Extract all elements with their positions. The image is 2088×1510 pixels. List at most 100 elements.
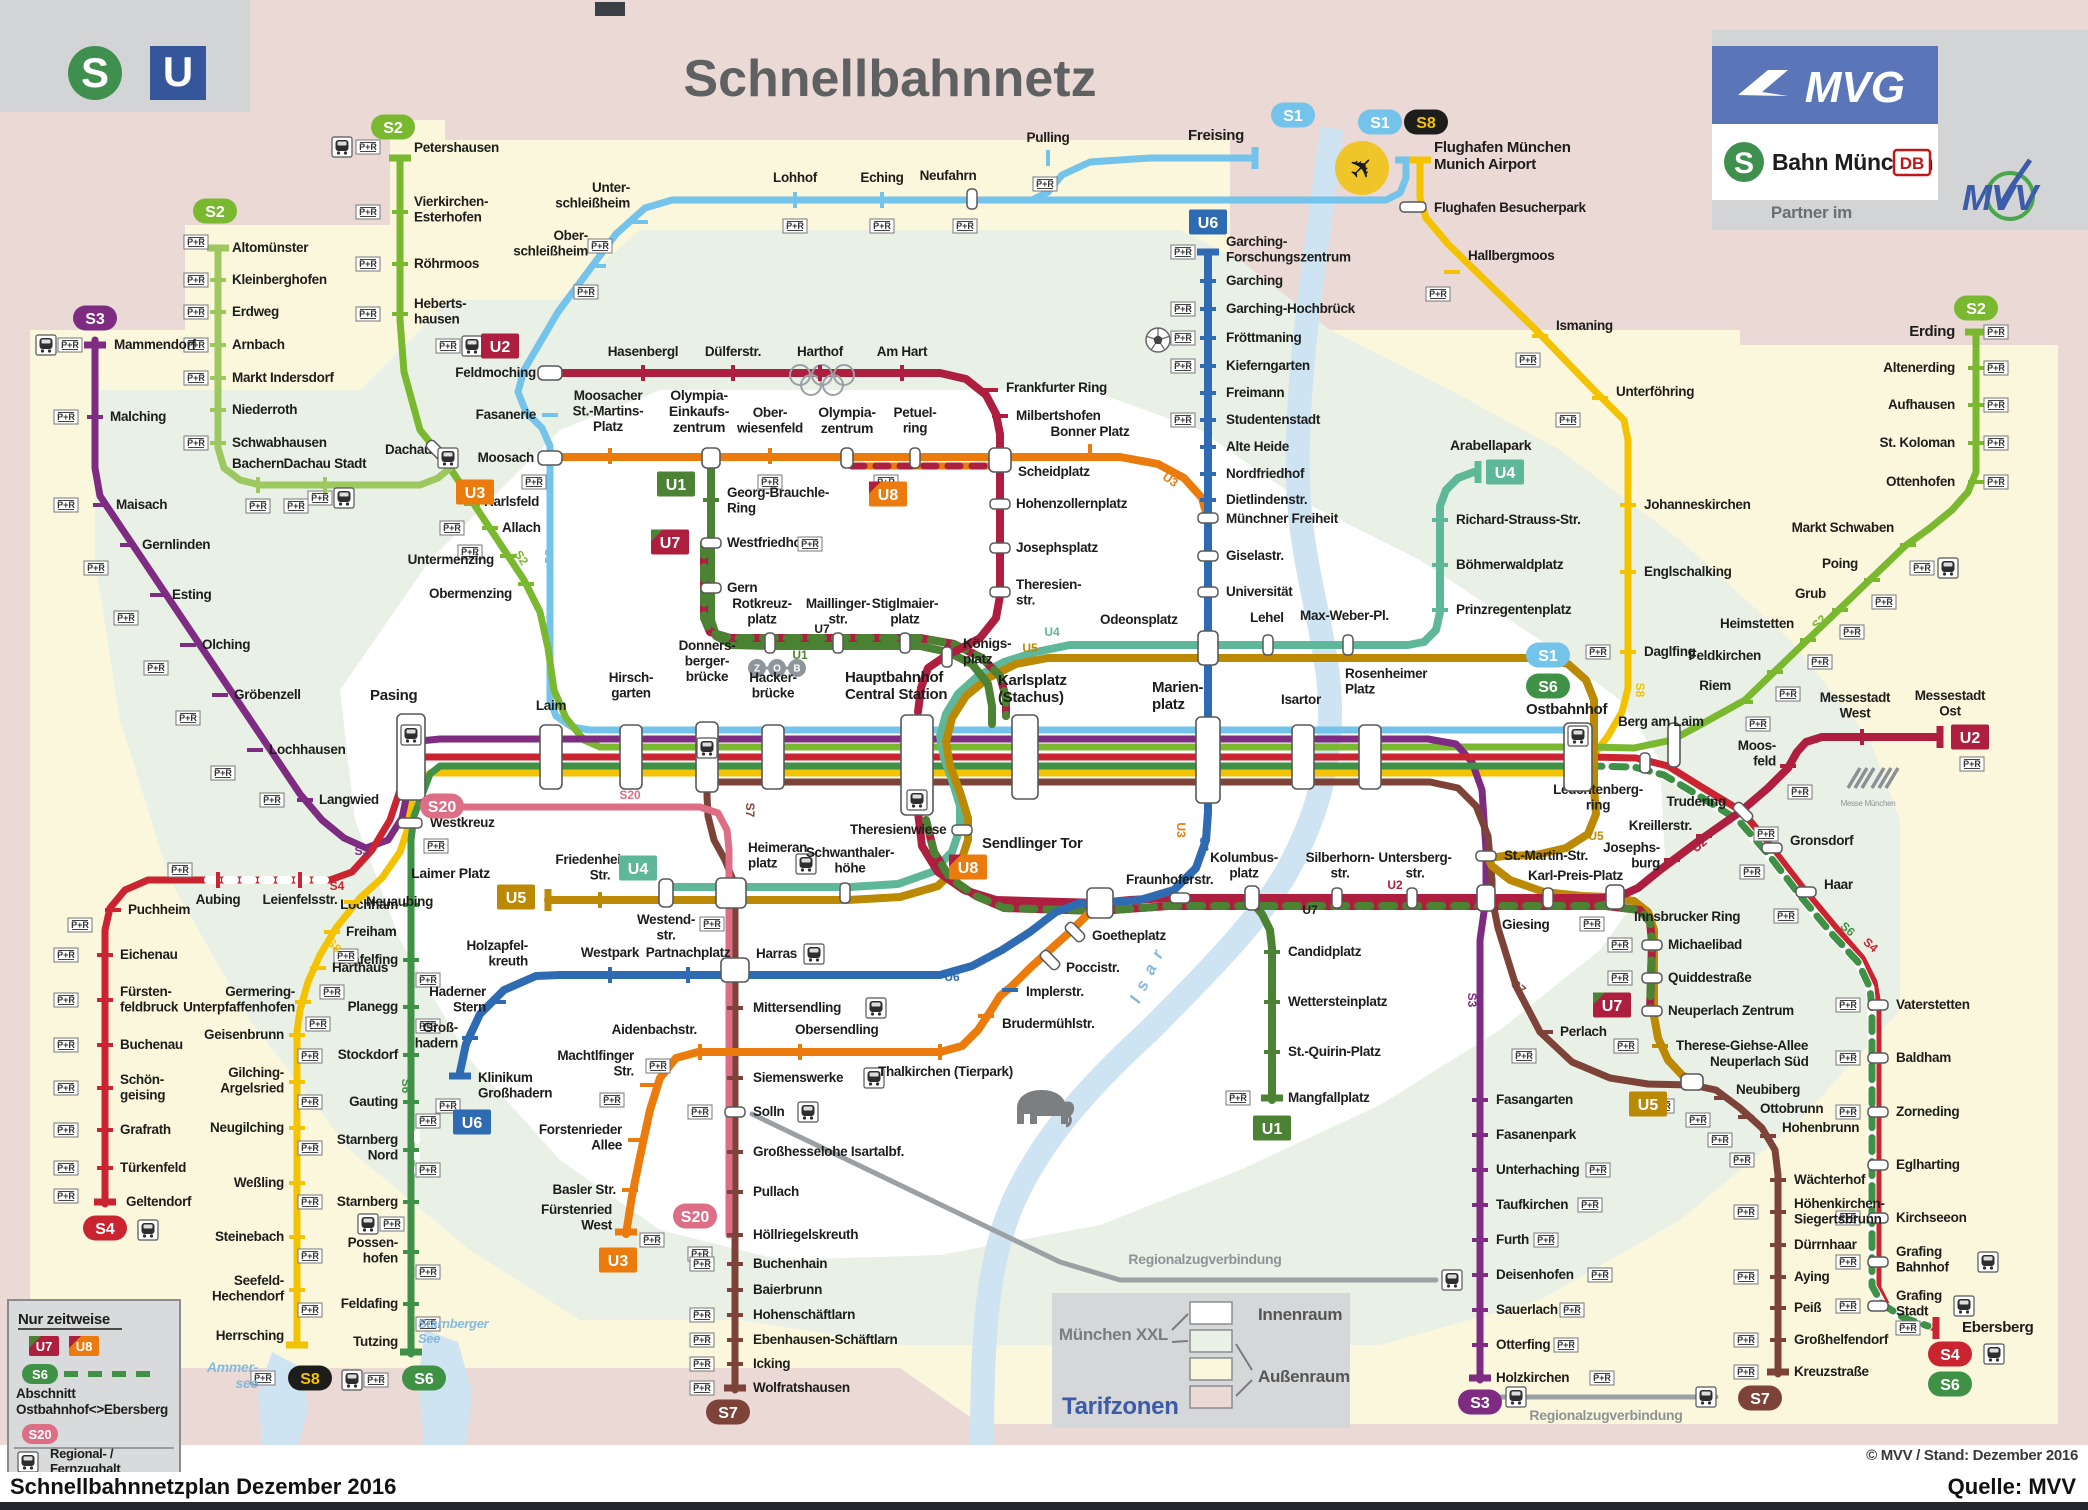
park-and-ride-icon: P+R (1607, 970, 1633, 986)
svg-text:Schnellbahnnetz: Schnellbahnnetz (683, 50, 1096, 108)
svg-text:P+R: P+R (1963, 759, 1981, 769)
station-georg-brauchle-ring: Georg-Brauchle-Ring (703, 485, 829, 516)
svg-text:Markt Schwaben: Markt Schwaben (1792, 520, 1894, 535)
svg-text:P+R: P+R (1839, 1053, 1857, 1063)
footer-title: Schnellbahnnetzplan Dezember 2016 (10, 1474, 397, 1499)
regional-train-icon (137, 1219, 159, 1241)
svg-text:P+R: P+R (1839, 1107, 1857, 1117)
park-and-ride-icon: P+R (645, 1058, 671, 1074)
line-regional-solln-deisenhofen (749, 1111, 1439, 1283)
svg-text:S7: S7 (1750, 1391, 1770, 1408)
badge-U8: U8 (949, 854, 987, 880)
svg-text:Zorneding: Zorneding (1896, 1104, 1959, 1119)
station-leienfelsstr: Leienfelsstr. (263, 872, 338, 907)
svg-text:P+R: P+R (1743, 867, 1761, 877)
svg-text:Planegg: Planegg (348, 999, 398, 1014)
svg-text:Ottenhofen: Ottenhofen (1886, 474, 1955, 489)
svg-text:P+R: P+R (439, 1101, 457, 1111)
svg-text:U5: U5 (1588, 829, 1604, 843)
svg-text:Schwabhausen: Schwabhausen (232, 435, 327, 450)
svg-text:Trudering: Trudering (1666, 794, 1726, 809)
svg-text:P+R: P+R (1519, 355, 1537, 365)
svg-text:P+R: P+R (693, 1310, 711, 1320)
station-am-hart: Am Hart (877, 344, 928, 381)
station-poccistr: Poccistr. (1039, 949, 1120, 975)
svg-text:Marien-platz: Marien-platz (1152, 679, 1204, 713)
svg-text:P+R: P+R (1733, 1155, 1751, 1165)
svg-text:S7: S7 (743, 803, 757, 818)
svg-text:Höllriegelskreuth: Höllriegelskreuth (753, 1227, 858, 1242)
park-and-ride-icon: P+R (53, 1122, 79, 1138)
svg-text:Josephsplatz: Josephsplatz (1016, 540, 1098, 555)
svg-text:P+R: P+R (1749, 719, 1767, 729)
svg-text:U7: U7 (36, 1339, 53, 1354)
svg-text:Röhrmoos: Röhrmoos (414, 256, 479, 271)
svg-text:Ismaning: Ismaning (1556, 318, 1613, 333)
svg-text:Malching: Malching (110, 409, 166, 424)
svg-text:P+R: P+R (525, 477, 543, 487)
park-and-ride-icon: P+R (1613, 1038, 1639, 1054)
svg-text:P+R: P+R (57, 1125, 75, 1135)
svg-text:P+R: P+R (419, 1165, 437, 1175)
svg-text:P+R: P+R (1987, 400, 2005, 410)
park-and-ride-icon: P+R (1745, 716, 1771, 732)
svg-text:Innenraum: Innenraum (1258, 1305, 1342, 1324)
svg-text:U8: U8 (958, 860, 979, 877)
park-and-ride-icon: P+R (53, 409, 79, 425)
station-neuperlach-zentrum: Neuperlach Zentrum (1641, 1003, 1794, 1018)
badge-S7: S7 (1738, 1385, 1782, 1411)
park-and-ride-icon: P+R (1225, 1090, 1251, 1106)
station-hohenzollernplatz: Hohenzollernplatz (989, 496, 1128, 511)
svg-text:P+R: P+R (1617, 1041, 1635, 1051)
svg-text:P+R: P+R (591, 241, 609, 251)
svg-text:U3: U3 (608, 1253, 629, 1270)
svg-text:Westfriedhof: Westfriedhof (727, 535, 806, 550)
svg-text:Nordfriedhof: Nordfriedhof (1226, 466, 1305, 481)
svg-text:U7: U7 (1602, 998, 1623, 1015)
station-basler-str: Basler Str. (553, 1182, 638, 1197)
svg-text:Stockdorf: Stockdorf (338, 1047, 399, 1062)
svg-text:P+R: P+R (57, 1163, 75, 1173)
footer-source: Quelle: MVV (1947, 1474, 2076, 1499)
park-and-ride-icon: P+R (689, 1356, 715, 1372)
station-niederroth: Niederroth (210, 402, 298, 417)
park-and-ride-icon: P+R (305, 1016, 331, 1032)
svg-text:Goetheplatz: Goetheplatz (1092, 928, 1167, 943)
park-and-ride-icon: P+R (297, 1094, 323, 1110)
svg-text:S3: S3 (355, 844, 370, 858)
svg-text:P+R: P+R (801, 539, 819, 549)
svg-text:Aidenbachstr.: Aidenbachstr. (612, 1022, 697, 1037)
svg-text:Bachern: Bachern (232, 456, 284, 471)
svg-text:Langwied: Langwied (319, 792, 379, 807)
park-and-ride-icon: P+R (1587, 1267, 1613, 1283)
svg-text:P+R: P+R (703, 919, 721, 929)
badge-S3: S3 (1458, 1389, 1502, 1415)
footer-bar: Schnellbahnnetzplan Dezember 2016 Quelle… (0, 1472, 2088, 1502)
svg-text:S6: S6 (414, 1371, 434, 1388)
park-and-ride-icon: P+R (363, 1372, 389, 1388)
svg-text:Wettersteinplatz: Wettersteinplatz (1288, 994, 1388, 1009)
park-and-ride-icon: P+R (167, 862, 193, 878)
park-and-ride-icon: P+R (1773, 908, 1799, 924)
svg-text:P+R: P+R (1581, 1200, 1599, 1210)
station-isartor: Isartor (1281, 692, 1322, 790)
svg-text:Mittersendling: Mittersendling (753, 1000, 841, 1015)
svg-text:Altomünster: Altomünster (232, 240, 309, 255)
svg-text:P+R: P+R (249, 501, 267, 511)
svg-text:Berg am Laim: Berg am Laim (1618, 714, 1704, 729)
svg-text:P+R: P+R (57, 500, 75, 510)
